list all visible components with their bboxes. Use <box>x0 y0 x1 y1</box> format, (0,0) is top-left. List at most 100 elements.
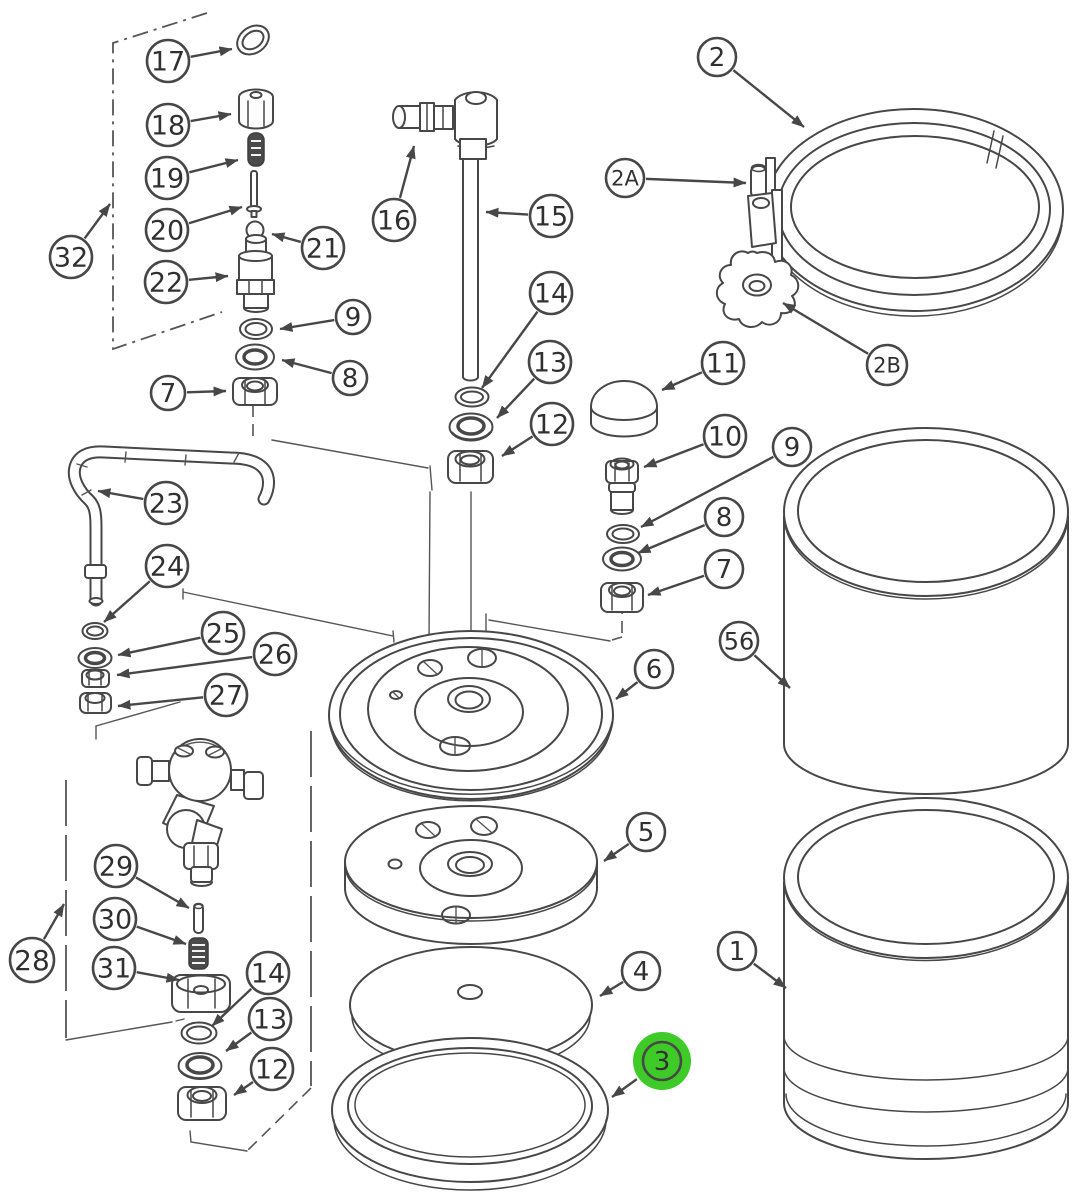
callout-13-39[interactable]: 13 <box>225 996 293 1052</box>
callout-16-10[interactable]: 16 <box>371 145 417 243</box>
callout-29-35[interactable]: 29 <box>93 843 190 910</box>
leader-arrow-2 <box>732 69 805 128</box>
callout-circle <box>252 631 298 677</box>
callout-circle <box>143 259 189 305</box>
highlight-marker <box>633 1032 691 1090</box>
part-28-regulator-assembly <box>136 738 264 887</box>
callout-number: 29 <box>99 852 133 883</box>
callout-circle <box>92 896 138 942</box>
callout-number: 12 <box>255 1055 289 1086</box>
callout-2B-17[interactable]: 2B <box>782 301 909 387</box>
callout-20-3[interactable]: 20 <box>144 205 243 253</box>
part-14-o-ring-bottom <box>180 1021 218 1045</box>
callout-number: 2A <box>611 166 639 190</box>
leader-arrow-2A <box>645 177 747 188</box>
part-13-seal-mid <box>448 412 494 442</box>
callout-9-20[interactable]: 9 <box>640 426 813 529</box>
callout-21-4[interactable]: 21 <box>271 225 346 271</box>
callout-25-26[interactable]: 25 <box>117 610 246 658</box>
leader-arrow-13 <box>225 1031 253 1052</box>
callout-circle <box>865 343 909 387</box>
callout-circle <box>48 234 94 280</box>
leader-arrow-30 <box>136 925 187 946</box>
callout-9-7[interactable]: 9 <box>279 298 372 336</box>
callout-23-24[interactable]: 23 <box>97 480 189 526</box>
callout-8-8[interactable]: 8 <box>281 358 369 397</box>
callout-6-29[interactable]: 6 <box>615 648 675 700</box>
leader-arrow-25 <box>117 636 201 658</box>
callout-15-11[interactable]: 15 <box>485 193 574 239</box>
part-24-o-ring-small <box>81 622 109 640</box>
part-6-lid <box>328 630 614 802</box>
callout-circle <box>633 648 675 690</box>
callout-19-2[interactable]: 19 <box>144 155 239 201</box>
callout-12-40[interactable]: 12 <box>233 1046 295 1096</box>
callout-circle <box>604 157 646 199</box>
leader-arrow-14 <box>211 987 253 1027</box>
callout-31-37[interactable]: 31 <box>91 945 180 991</box>
callout-2A-16[interactable]: 2A <box>604 157 747 199</box>
part-7-nut-top <box>232 377 278 406</box>
callout-5-30[interactable]: 5 <box>603 811 667 862</box>
callout-number: 30 <box>98 905 132 936</box>
callout-circle <box>144 155 190 201</box>
part-31-hex-cap <box>171 974 231 1013</box>
part-7-nut-right <box>600 582 644 613</box>
callout-1-33[interactable]: 1 <box>716 930 787 989</box>
leader-arrow-17 <box>190 46 233 58</box>
callout-4-31[interactable]: 4 <box>599 950 662 998</box>
callout-number: 9 <box>784 433 801 463</box>
callout-number: 13 <box>533 348 567 379</box>
callout-circle <box>203 672 249 718</box>
callout-number: 56 <box>724 628 755 656</box>
part-12-nut-mid <box>447 450 494 484</box>
callout-10-19[interactable]: 10 <box>643 413 748 469</box>
part-56-cup-liner <box>783 427 1069 795</box>
part-16-elbow-fitting <box>392 102 454 132</box>
part-11-cap <box>590 380 658 438</box>
callout-circle <box>620 950 662 992</box>
callout-30-36[interactable]: 30 <box>92 896 187 946</box>
part-26-nut-small <box>81 669 110 688</box>
leader-arrow-10 <box>643 443 704 469</box>
callout-circle <box>528 193 574 239</box>
leader-arrow-13 <box>496 377 536 419</box>
callout-12-14[interactable]: 12 <box>501 401 575 458</box>
callout-2-15[interactable]: 2 <box>696 36 805 128</box>
callout-14-38[interactable]: 14 <box>211 950 291 1027</box>
callout-56-23[interactable]: 56 <box>718 620 791 689</box>
leader-arrow-1 <box>753 962 787 989</box>
callout-22-5[interactable]: 22 <box>143 259 229 305</box>
part-27-nut <box>79 692 112 714</box>
callout-18-1[interactable]: 18 <box>145 102 232 148</box>
part-2b-clamp-knob <box>715 250 800 328</box>
callout-number: 14 <box>534 279 568 310</box>
callout-13-13[interactable]: 13 <box>496 339 573 419</box>
callout-7-9[interactable]: 7 <box>149 374 227 412</box>
leader-arrow-16 <box>398 145 416 199</box>
callout-circle <box>91 945 137 991</box>
callout-number: 5 <box>638 818 655 848</box>
part-1-cup <box>783 797 1069 1160</box>
callout-3-32[interactable]: 3 <box>611 1032 691 1098</box>
callout-7-22[interactable]: 7 <box>647 548 745 597</box>
callout-17-0[interactable]: 17 <box>145 38 233 84</box>
callout-number: 12 <box>535 410 569 441</box>
callout-number: 10 <box>708 422 742 453</box>
callout-32-6[interactable]: 32 <box>48 203 111 280</box>
callout-28-34[interactable]: 28 <box>8 903 66 984</box>
callout-26-27[interactable]: 26 <box>116 631 298 679</box>
callout-number: 11 <box>706 349 740 380</box>
callout-27-28[interactable]: 27 <box>117 672 249 718</box>
leader-arrow-27 <box>117 696 204 710</box>
callout-8-21[interactable]: 8 <box>637 496 745 555</box>
callout-circle <box>703 548 745 590</box>
leader-arrow-22 <box>188 272 229 283</box>
callout-24-25[interactable]: 24 <box>103 543 190 623</box>
callout-circle <box>641 1040 683 1082</box>
leader-arrow-3 <box>611 1078 638 1098</box>
callout-circle <box>529 401 575 447</box>
callout-11-18[interactable]: 11 <box>661 340 746 392</box>
callout-14-12[interactable]: 14 <box>481 270 574 389</box>
